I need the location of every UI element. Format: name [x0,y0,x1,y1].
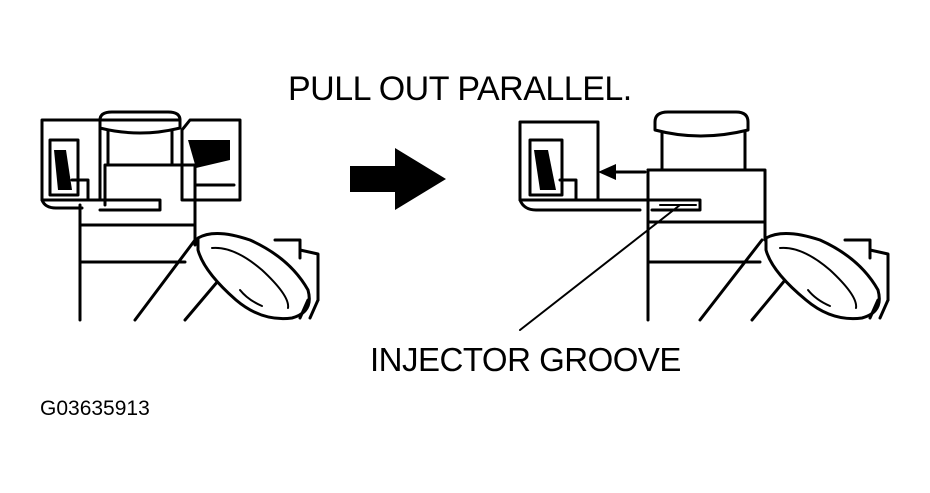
right-arrow-icon [350,148,446,210]
injector-groove-label: INJECTOR GROOVE [370,341,681,378]
connector-left [40,118,242,210]
removed-assembly [518,110,890,331]
installed-assembly [40,110,320,322]
injector-cap-left [98,110,182,167]
injector-body-right [646,110,767,322]
connector-right [518,120,662,212]
injector-body-left [78,163,197,322]
instruction-label: PULL OUT PARALLEL. [288,70,632,108]
left-arrow-icon [598,164,647,180]
manifold-port-left [133,232,320,322]
groove-leader-line [519,204,681,331]
figure-id-label: G03635913 [40,397,150,420]
manifold-port-right [698,232,890,322]
